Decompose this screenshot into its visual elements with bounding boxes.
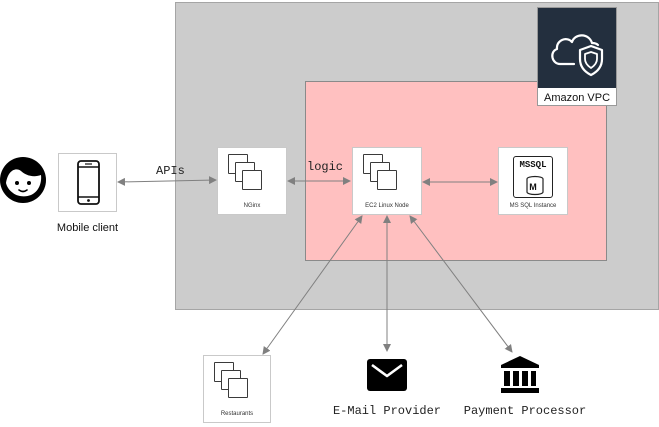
node-restaurants-label: Restaurants xyxy=(220,411,254,417)
bank-icon xyxy=(501,356,539,393)
vpc-badge: Amazon VPC xyxy=(537,7,617,106)
edge-client-nginx xyxy=(117,176,217,186)
node-ec2-label: EC2 Linux Node xyxy=(365,203,409,209)
database-icon xyxy=(526,175,544,196)
mssql-badge: MSSQL M xyxy=(513,156,553,198)
node-ec2[interactable]: EC2 Linux Node xyxy=(352,147,422,215)
envelope-icon xyxy=(367,359,407,391)
node-mssql-label: MS SQL Instance xyxy=(509,203,557,209)
node-mssql[interactable]: MSSQL M MS SQL Instance xyxy=(498,147,568,215)
edge-ec2-payment xyxy=(409,215,513,353)
payment-processor-label: Payment Processor xyxy=(463,404,587,418)
email-provider-label: E-Mail Provider xyxy=(332,404,442,418)
cloud-shield-icon xyxy=(551,34,604,77)
mssql-badge-text: MSSQL xyxy=(519,160,547,170)
edge-label-apis: APIs xyxy=(156,164,185,178)
node-nginx-label: NGinx xyxy=(243,203,261,209)
vpc-icon-tile xyxy=(538,8,616,88)
mobile-client-box xyxy=(58,153,117,212)
mssql-badge-letter: M xyxy=(529,182,537,192)
user-face-icon xyxy=(0,157,46,203)
smartphone-icon xyxy=(77,160,100,205)
edge-label-logic: logic xyxy=(307,160,344,174)
edge-ec2-restaurants xyxy=(262,215,363,355)
node-nginx[interactable]: NGinx xyxy=(217,147,287,215)
mobile-client-label: Mobile client xyxy=(56,222,119,234)
vpc-label: Amazon VPC xyxy=(543,92,611,104)
node-restaurants[interactable]: Restaurants xyxy=(203,355,271,423)
